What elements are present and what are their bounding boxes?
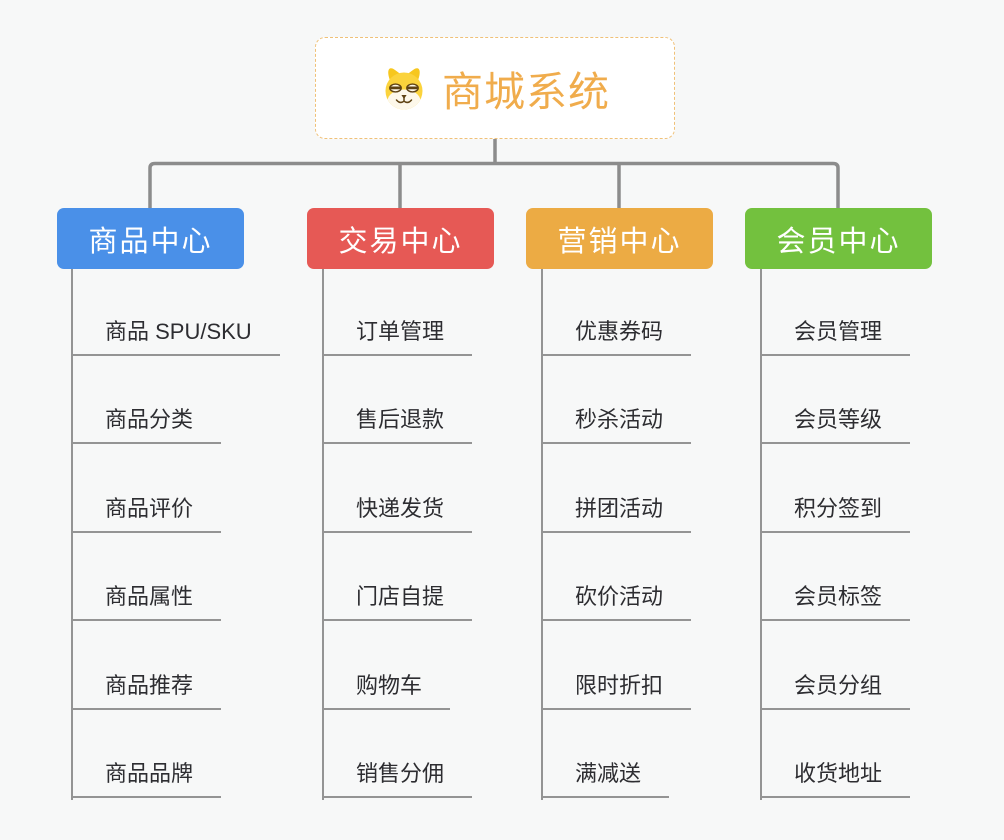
root-title: 商城系统 [442, 69, 610, 115]
leaf-topic[interactable]: 砍价活动 [541, 581, 692, 621]
leaf-topic[interactable]: 购物车 [322, 670, 451, 710]
branch-label: 交易中心 [338, 225, 463, 258]
leaf-topic[interactable]: 门店自提 [322, 581, 473, 621]
leaf-column-marketing: 优惠券码 秒杀活动 拼团活动 砍价活动 限时折扣 满减送 [541, 269, 781, 800]
branch-node-trade-center[interactable]: 交易中心 [307, 208, 494, 269]
root-node-mall-system[interactable]: 商城系统 [315, 37, 675, 139]
leaf-topic[interactable]: 满减送 [541, 758, 670, 798]
branch-node-product-center[interactable]: 商品中心 [57, 208, 244, 269]
leaf-topic[interactable]: 会员标签 [760, 581, 911, 621]
branch-node-member-center[interactable]: 会员中心 [745, 208, 932, 269]
branch-stem-line [541, 269, 543, 800]
leaf-topic[interactable]: 秒杀活动 [541, 404, 692, 444]
leaf-topic[interactable]: 会员管理 [760, 316, 911, 356]
leaf-topic[interactable]: 会员等级 [760, 404, 911, 444]
leaf-topic[interactable]: 拼团活动 [541, 493, 692, 533]
branch-stem-line [760, 269, 762, 800]
branch-stem-line [322, 269, 324, 800]
leaf-topic[interactable]: 销售分佣 [322, 758, 473, 798]
leaf-topic[interactable]: 收货地址 [760, 758, 911, 798]
branch-stem-line [71, 269, 73, 800]
branch-label: 商品中心 [88, 225, 213, 258]
leaf-topic[interactable]: 商品属性 [71, 581, 222, 621]
leaf-topic[interactable]: 售后退款 [322, 404, 473, 444]
leaf-topic[interactable]: 会员分组 [760, 670, 911, 710]
leaf-topic[interactable]: 商品品牌 [71, 758, 222, 798]
leaf-topic[interactable]: 积分签到 [760, 493, 911, 533]
leaf-topic[interactable]: 商品分类 [71, 404, 222, 444]
leaf-column-trade: 订单管理 售后退款 快递发货 门店自提 购物车 销售分佣 [322, 269, 562, 800]
leaf-topic[interactable]: 快递发货 [322, 493, 473, 533]
leaf-topic[interactable]: 商品推荐 [71, 670, 222, 710]
branch-label: 营销中心 [557, 225, 682, 258]
leaf-topic[interactable]: 优惠券码 [541, 316, 692, 356]
branch-node-marketing-center[interactable]: 营销中心 [526, 208, 713, 269]
branch-label: 会员中心 [776, 225, 901, 258]
leaf-topic[interactable]: 限时折扣 [541, 670, 692, 710]
leaf-column-member: 会员管理 会员等级 积分签到 会员标签 会员分组 收货地址 [760, 269, 1000, 800]
leaf-column-product: 商品 SPU/SKU 商品分类 商品评价 商品属性 商品推荐 商品品牌 [71, 269, 311, 800]
leaf-topic[interactable]: 商品评价 [71, 493, 222, 533]
leaf-topic[interactable]: 订单管理 [322, 316, 473, 356]
leaf-topic[interactable]: 商品 SPU/SKU [71, 316, 280, 356]
dog-face-icon [385, 68, 423, 110]
